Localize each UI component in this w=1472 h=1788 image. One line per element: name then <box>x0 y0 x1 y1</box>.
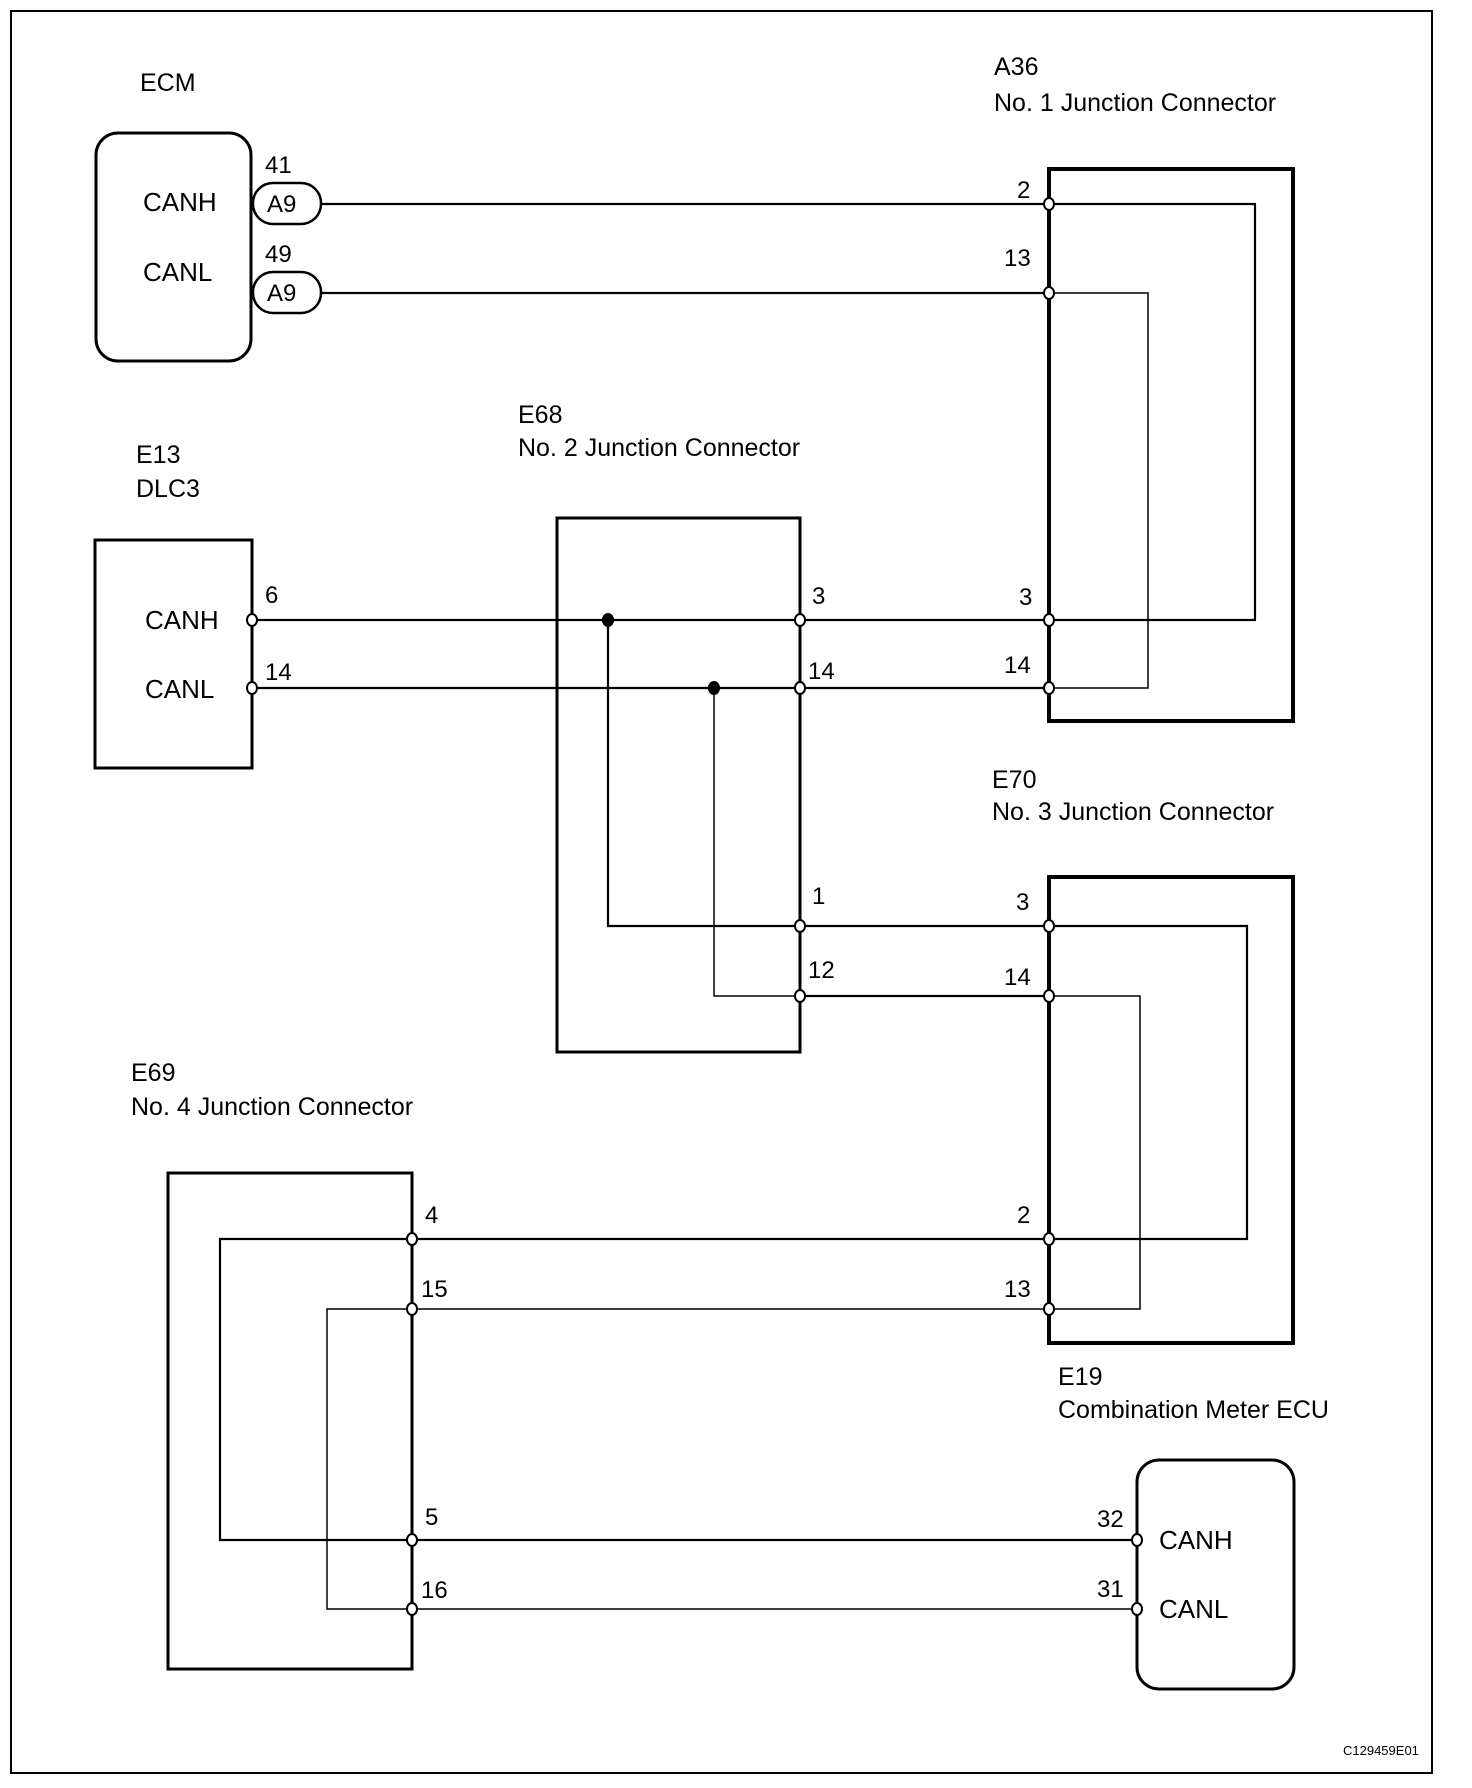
ecm-box <box>94 131 253 363</box>
a36-id-label: A36 <box>994 53 1038 81</box>
diagram-frame <box>10 10 1433 1774</box>
wire-e70-internal-14-13 <box>1049 995 1141 1310</box>
e68-box <box>555 516 802 1054</box>
e13-box <box>93 538 254 770</box>
terminal-a36-13 <box>1043 286 1055 300</box>
terminal-e69-15 <box>406 1302 418 1316</box>
e70-pin-14: 14 <box>1004 964 1031 991</box>
terminal-e68-14 <box>794 681 806 695</box>
terminal-a36-3 <box>1043 613 1055 627</box>
a36-component: A36 No. 1 Junction Connector 2 13 3 14 <box>994 53 1295 723</box>
a36-pin-14: 14 <box>1004 652 1031 679</box>
e70-pin-13: 13 <box>1004 1276 1031 1303</box>
e13-name-label: DLC3 <box>136 475 200 503</box>
e69-id-label: E69 <box>131 1059 175 1087</box>
e69-pin-16: 16 <box>421 1577 448 1604</box>
splice-point-canl <box>708 681 720 695</box>
e70-id-label: E70 <box>992 766 1036 794</box>
wire-a36-internal-2-3 <box>1049 202 1257 622</box>
terminal-a36-2 <box>1043 197 1055 211</box>
ecm-canl-label: CANL <box>143 257 212 287</box>
e69-component: E69 No. 4 Junction Connector 4 15 5 16 <box>131 1059 448 1671</box>
e13-canl-label: CANL <box>145 674 214 704</box>
wire-e69-internal-15-16 <box>326 1308 412 1610</box>
e19-name-label: Combination Meter ECU <box>1058 1396 1329 1424</box>
e19-component: E19 Combination Meter ECU CANH CANL 32 3… <box>1058 1363 1329 1691</box>
e13-id-label: E13 <box>136 441 180 469</box>
e69-pin-5: 5 <box>425 1504 438 1531</box>
e68-name-label: No. 2 Junction Connector <box>518 434 800 462</box>
e13-canh-label: CANH <box>145 605 219 635</box>
e68-id-label: E68 <box>518 401 562 429</box>
terminal-e68-12 <box>794 989 806 1003</box>
e13-dlc3-component: E13 DLC3 CANH CANL 6 14 <box>93 441 292 770</box>
terminal-a36-14 <box>1043 681 1055 695</box>
a36-pin-3: 3 <box>1019 584 1032 611</box>
e19-canl-label: CANL <box>1159 1594 1228 1624</box>
ecm-pin-41: 41 <box>265 152 292 179</box>
e70-component: E70 No. 3 Junction Connector 3 14 2 13 <box>992 766 1295 1345</box>
terminal-e69-5 <box>406 1533 418 1547</box>
terminal-e69-4 <box>406 1232 418 1246</box>
ecm-pin-49: 49 <box>265 241 292 268</box>
terminal-e70-2 <box>1043 1232 1055 1246</box>
e70-box <box>1047 875 1295 1345</box>
terminal-e19-32 <box>1131 1533 1143 1547</box>
e19-pin-32: 32 <box>1097 1506 1124 1533</box>
e69-pin-15: 15 <box>421 1276 448 1303</box>
terminal-e68-1 <box>794 919 806 933</box>
ecm-canh-label: CANH <box>143 187 217 217</box>
terminal-e68-3 <box>794 613 806 627</box>
terminal-e13-6 <box>246 613 258 627</box>
e19-canh-label: CANH <box>1159 1525 1233 1555</box>
e68-pin-1: 1 <box>812 883 825 910</box>
ecm-badge-label-2: A9 <box>267 280 296 307</box>
e13-pin-14: 14 <box>265 659 292 686</box>
e70-name-label: No. 3 Junction Connector <box>992 798 1274 826</box>
terminal-e70-13 <box>1043 1302 1055 1316</box>
a36-pin-13: 13 <box>1004 245 1031 272</box>
e19-id-label: E19 <box>1058 1363 1102 1391</box>
e68-pin-12: 12 <box>808 957 835 984</box>
wire-e70-internal-3-2 <box>1049 924 1249 1241</box>
wire-e68-branch-canh <box>606 620 800 928</box>
terminal-e70-14 <box>1043 989 1055 1003</box>
terminal-e19-31 <box>1131 1602 1143 1616</box>
ecm-label: ECM <box>140 69 196 97</box>
e70-pin-2: 2 <box>1017 1202 1030 1229</box>
e68-component: E68 No. 2 Junction Connector 3 14 1 12 <box>518 401 835 1054</box>
wires <box>218 202 1257 1610</box>
terminal-e69-16 <box>406 1602 418 1616</box>
wire-e68-branch-canl <box>713 688 800 997</box>
reference-code: C129459E01 <box>1343 1743 1419 1758</box>
e70-pin-3: 3 <box>1016 889 1029 916</box>
a36-pin-2: 2 <box>1017 177 1030 204</box>
terminals <box>246 197 1143 1616</box>
e68-pin-14: 14 <box>808 658 835 685</box>
splice-point-canh <box>602 613 614 627</box>
wire-e69-internal-4-5 <box>218 1237 412 1542</box>
terminal-e13-14 <box>246 681 258 695</box>
e69-name-label: No. 4 Junction Connector <box>131 1093 413 1121</box>
e19-box <box>1135 1458 1296 1691</box>
ecm-badge-label-1: A9 <box>267 191 296 218</box>
e68-pin-3: 3 <box>812 583 825 610</box>
wire-a36-internal-13-14 <box>1049 292 1149 689</box>
ecm-component: ECM CANH CANL 41 49 A9 A9 <box>94 69 323 363</box>
a36-name-label: No. 1 Junction Connector <box>994 89 1276 117</box>
e69-box <box>166 1171 414 1671</box>
e13-pin-6: 6 <box>265 582 278 609</box>
e69-pin-4: 4 <box>425 1202 438 1229</box>
a36-box <box>1047 167 1295 723</box>
e19-pin-31: 31 <box>1097 1576 1124 1603</box>
terminal-e70-3 <box>1043 919 1055 933</box>
